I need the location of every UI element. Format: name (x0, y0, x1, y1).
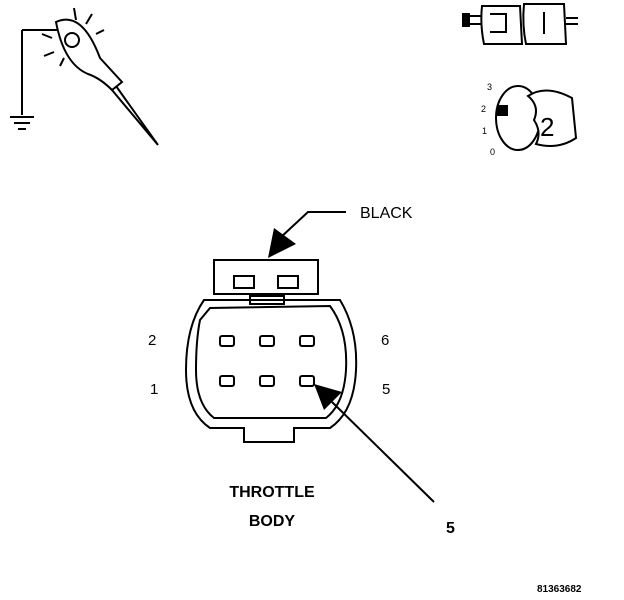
key-position-1: 1 (482, 126, 488, 136)
test-light-probe-icon (10, 7, 159, 146)
pin-cavity-3 (259, 375, 275, 387)
pin-label-1: 1 (150, 381, 159, 398)
key-position-2: 2 (481, 104, 487, 114)
pin-cavity-6 (299, 335, 315, 347)
pin-label-5: 5 (382, 381, 391, 398)
pin-5-callout: 5 (446, 520, 455, 537)
pin-cavity-4 (259, 335, 275, 347)
key-selected-position: 2 (540, 112, 555, 142)
pin-cavity-1 (219, 375, 235, 387)
key-position-0: 0 (490, 147, 496, 157)
pin-label-2: 2 (148, 332, 157, 349)
connector-halves-icon (462, 3, 578, 45)
black-wire-leader (268, 211, 346, 258)
connector-title-line2: BODY (248, 513, 296, 530)
connector-body (184, 259, 358, 443)
pin-label-6: 6 (381, 332, 390, 349)
key-position-3: 3 (487, 82, 493, 92)
wire-color-label: BLACK (360, 205, 413, 222)
pin-cavity-2 (219, 335, 235, 347)
pin-cavities (219, 335, 315, 387)
connector-title-line1: THROTTLE (229, 484, 315, 501)
pin-5-leader (314, 384, 435, 503)
figure-id: 81363682 (537, 584, 582, 595)
ignition-key-icon (495, 85, 578, 151)
pin-cavity-5 (299, 375, 315, 387)
